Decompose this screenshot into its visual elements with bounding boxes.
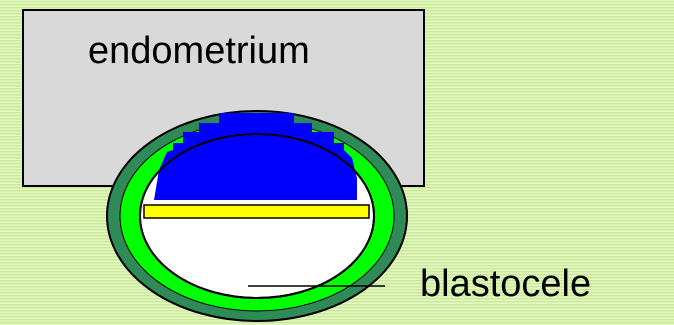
yellow-layer [143, 204, 370, 219]
endometrium-label: endometrium [88, 30, 310, 72]
cavity-outline [139, 133, 375, 299]
inner-cell-mass [154, 113, 357, 200]
blastocele-label: blastocele [420, 263, 591, 305]
